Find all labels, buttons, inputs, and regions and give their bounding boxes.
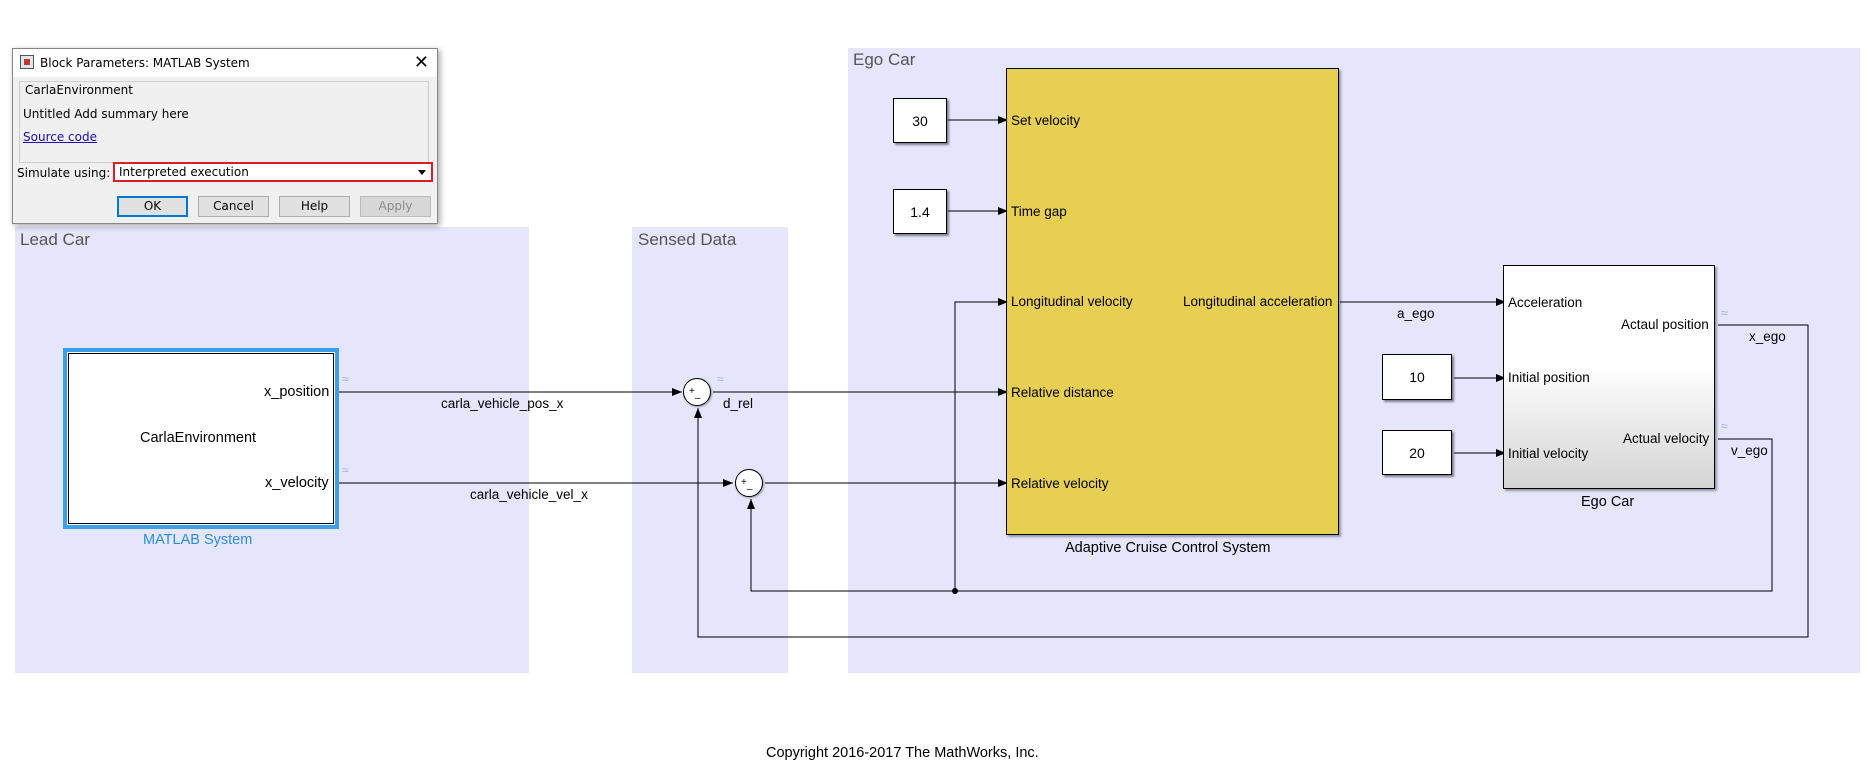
constant-time-gap[interactable]: 1.4 — [893, 189, 947, 234]
signal-log-icon: ≈ — [1721, 419, 1728, 433]
block-summary: Untitled Add summary here — [23, 107, 189, 121]
simulate-using-value: Interpreted execution — [119, 165, 249, 179]
acc-port-time-gap: Time gap — [1011, 204, 1067, 219]
port-x-position: x_position — [264, 384, 330, 400]
simulate-using-select[interactable]: Interpreted execution — [113, 162, 433, 182]
dialog-titlebar[interactable]: Block Parameters: MATLAB System ✕ — [13, 49, 437, 77]
ok-button[interactable]: OK — [117, 196, 188, 217]
signal-log-icon: ≈ — [1721, 306, 1728, 320]
constant-initial-position[interactable]: 10 — [1382, 354, 1452, 400]
branch-point — [952, 588, 958, 594]
acc-system-block[interactable] — [1006, 68, 1339, 535]
wire-long-vel — [954, 298, 1008, 591]
ego-port-actual-velocity: Actual velocity — [1623, 431, 1710, 446]
signal-label-v-ego[interactable]: v_ego — [1731, 443, 1768, 458]
acc-port-set-velocity: Set velocity — [1011, 113, 1081, 128]
wire-v-ego — [747, 438, 1773, 592]
ego-port-acceleration: Acceleration — [1508, 295, 1583, 310]
chevron-down-icon — [418, 170, 426, 175]
port-x-velocity: x_velocity — [265, 475, 329, 491]
constant-initial-velocity[interactable]: 20 — [1382, 430, 1452, 475]
sum-block-distance[interactable]: + – — [683, 378, 711, 406]
acc-system-caption: Adaptive Cruise Control System — [1065, 540, 1271, 556]
signal-label-x-ego[interactable]: x_ego — [1749, 329, 1786, 344]
acc-port-longitudinal-acceleration: Longitudinal acceleration — [1183, 294, 1333, 309]
matlab-system-label: CarlaEnvironment — [140, 430, 257, 446]
ego-port-actual-position: Actaul position — [1621, 317, 1709, 332]
group-title: CarlaEnvironment — [23, 83, 135, 97]
signal-label-pos[interactable]: carla_vehicle_pos_x — [441, 396, 564, 411]
signal-log-icon: ≈ — [717, 372, 724, 386]
matlab-block-icon — [20, 55, 34, 69]
ego-port-initial-velocity: Initial velocity — [1508, 446, 1589, 461]
simulate-using-label: Simulate using: — [17, 166, 111, 180]
sum-plus-sign: + — [689, 386, 695, 397]
signal-label-vel[interactable]: carla_vehicle_vel_x — [470, 487, 588, 502]
signal-label-a-ego[interactable]: a_ego — [1397, 306, 1435, 321]
matlab-system-caption: MATLAB System — [143, 532, 253, 548]
source-code-link[interactable]: Source code — [23, 130, 97, 144]
sum-minus-sign: – — [695, 393, 701, 404]
sum-block-velocity[interactable]: + – — [735, 469, 763, 497]
acc-port-relative-distance: Relative distance — [1011, 385, 1114, 400]
area-sensed-data[interactable] — [632, 227, 788, 673]
help-button[interactable]: Help — [279, 196, 350, 217]
ego-port-initial-position: Initial position — [1508, 370, 1590, 385]
area-title-ego-car: Ego Car — [853, 50, 916, 69]
sum-minus-sign: – — [747, 484, 753, 495]
copyright-text: Copyright 2016-2017 The MathWorks, Inc. — [766, 745, 1039, 761]
signal-label-d-rel[interactable]: d_rel — [723, 396, 754, 411]
block-parameters-dialog[interactable]: Block Parameters: MATLAB System ✕ CarlaE… — [12, 48, 438, 224]
dialog-title: Block Parameters: MATLAB System — [40, 56, 250, 70]
ego-car-block[interactable] — [1503, 265, 1715, 489]
area-title-lead-car: Lead Car — [20, 230, 90, 249]
area-title-sensed-data: Sensed Data — [638, 230, 737, 249]
close-icon[interactable]: ✕ — [413, 52, 429, 73]
signal-log-icon: ≈ — [342, 372, 349, 386]
wire-x-ego — [694, 324, 1809, 638]
ego-car-caption: Ego Car — [1581, 494, 1635, 510]
constant-set-velocity[interactable]: 30 — [893, 98, 947, 143]
sum-plus-sign: + — [741, 477, 747, 488]
cancel-button[interactable]: Cancel — [198, 196, 269, 217]
signal-log-icon: ≈ — [342, 463, 349, 477]
apply-button[interactable]: Apply — [360, 196, 431, 217]
acc-port-relative-velocity: Relative velocity — [1011, 476, 1109, 491]
acc-port-longitudinal-velocity: Longitudinal velocity — [1011, 294, 1133, 309]
matlab-system-block[interactable] — [63, 348, 339, 529]
